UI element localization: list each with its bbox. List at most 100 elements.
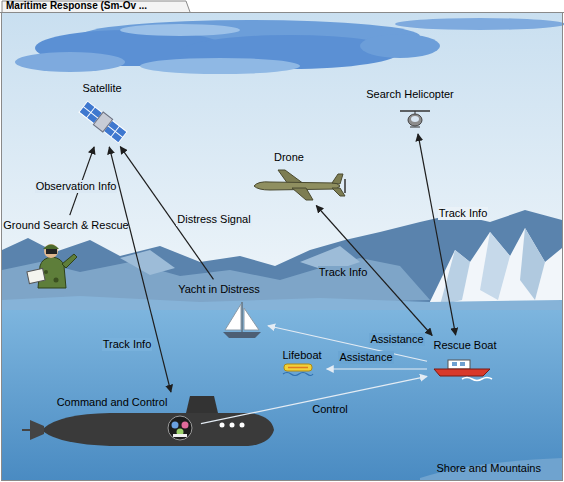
edge-label: Distress Signal [176, 213, 251, 226]
scene-node: Satellite [75, 80, 131, 145]
command-icon-part [181, 422, 188, 429]
rescuer-icon-part [27, 244, 77, 288]
sky-shape [2, 13, 562, 313]
rescuer-icon-part [54, 278, 59, 283]
window-border [2, 13, 563, 481]
sea [2, 310, 562, 480]
node-label: Search Helicopter [366, 88, 453, 101]
yacht-icon [221, 301, 263, 339]
yacht-icon-part [223, 302, 261, 338]
submarine-shape [240, 423, 245, 428]
sea-shape [420, 458, 562, 480]
clouds-shape [140, 58, 300, 74]
boat-icon-part [434, 369, 490, 376]
drone-icon [248, 169, 348, 201]
connector-arrow [327, 368, 427, 369]
clouds-shape [120, 24, 240, 36]
helicopter-icon-part [408, 114, 422, 126]
sky [2, 13, 562, 313]
yacht-icon-part [223, 332, 261, 338]
boat-icon-part [462, 378, 492, 381]
clouds-shape [395, 18, 564, 30]
boat-icon-part [448, 360, 470, 369]
clouds-shape [15, 52, 125, 72]
command-icon-part [173, 434, 187, 437]
rescuer-icon-part [62, 254, 77, 268]
helicopter-icon [398, 107, 432, 129]
drone-icon-part [332, 174, 343, 184]
satellite-icon-part [78, 100, 127, 143]
boat-icon [432, 357, 492, 381]
scene-node: Yacht in Distress [175, 281, 266, 342]
satellite-icon-part [83, 107, 98, 119]
satellite-icon-part [78, 100, 127, 143]
node-label: Drone [274, 151, 304, 164]
boat-icon-part [452, 362, 457, 366]
connector-arrow [316, 205, 432, 335]
node-label: Lifeboat [282, 349, 321, 362]
raft-icon-part [288, 367, 308, 369]
edge-label: Track Info [438, 207, 489, 220]
command-icon [164, 415, 196, 441]
submarine-shape [186, 396, 218, 413]
drone-icon-part [332, 188, 345, 196]
scene-node: Drone [245, 149, 351, 204]
rescuer-icon-part [27, 268, 45, 283]
satellite-icon-part [93, 112, 112, 132]
scene-node: Search Helicopter [363, 86, 456, 132]
rescuer-icon-part [46, 249, 57, 254]
command-icon-part [171, 422, 178, 429]
submarine [22, 396, 274, 446]
helicopter-icon-part [410, 127, 420, 128]
node-label: Yacht in Distress [178, 283, 260, 296]
connector-arrow [109, 147, 171, 392]
drone-icon-part [254, 170, 345, 200]
raft-icon-part [284, 364, 312, 371]
edge-label: Control [311, 403, 348, 416]
command-icon-part [168, 416, 192, 440]
raft-icon-part [283, 364, 313, 376]
yacht-icon-part [242, 302, 243, 332]
helicopter-icon-part [400, 111, 430, 127]
satellite-icon [78, 102, 128, 142]
node-label: Ground Search & Rescue [3, 219, 128, 232]
helicopter-icon-part [411, 116, 419, 122]
submarine-shape [44, 413, 274, 446]
window-frame-shape [2, 1, 190, 12]
node-label: Rescue Boat [434, 339, 497, 352]
rescuer-icon-part [44, 270, 48, 274]
window-title: Maritime Response (Sm-Ov ... [6, 0, 147, 12]
scene-label: Shore and Mountains [436, 462, 541, 475]
drone-icon-part [292, 188, 313, 200]
connector-arrow [201, 376, 427, 423]
edge-label: Observation Info [35, 180, 118, 193]
scene-node: Lifeboat [279, 347, 325, 379]
mountains-shape [425, 228, 562, 312]
mountains-shape [480, 232, 510, 300]
mountains-shape [520, 228, 545, 300]
command-icon-part [168, 416, 192, 440]
sea-shape [2, 310, 562, 480]
edge-label: Assistance [338, 351, 393, 364]
node-label: Satellite [82, 82, 121, 95]
mountains-shape [120, 250, 175, 275]
scene-node: Rescue Boat [429, 337, 499, 384]
edge-label: Track Info [318, 266, 369, 279]
yacht-icon-part [225, 304, 241, 330]
connector-arrow [418, 134, 456, 335]
clouds-shape [360, 34, 440, 58]
boat-icon-part [434, 360, 492, 381]
raft-icon [282, 362, 314, 376]
rescuer-icon-part [44, 244, 58, 258]
boat-icon-part [460, 362, 465, 366]
rescuer-icon [24, 240, 79, 290]
satellite-icon-part [108, 126, 123, 138]
raft-icon-part [283, 373, 313, 376]
submarine-shape [230, 423, 235, 428]
submarine-shape [220, 423, 225, 428]
